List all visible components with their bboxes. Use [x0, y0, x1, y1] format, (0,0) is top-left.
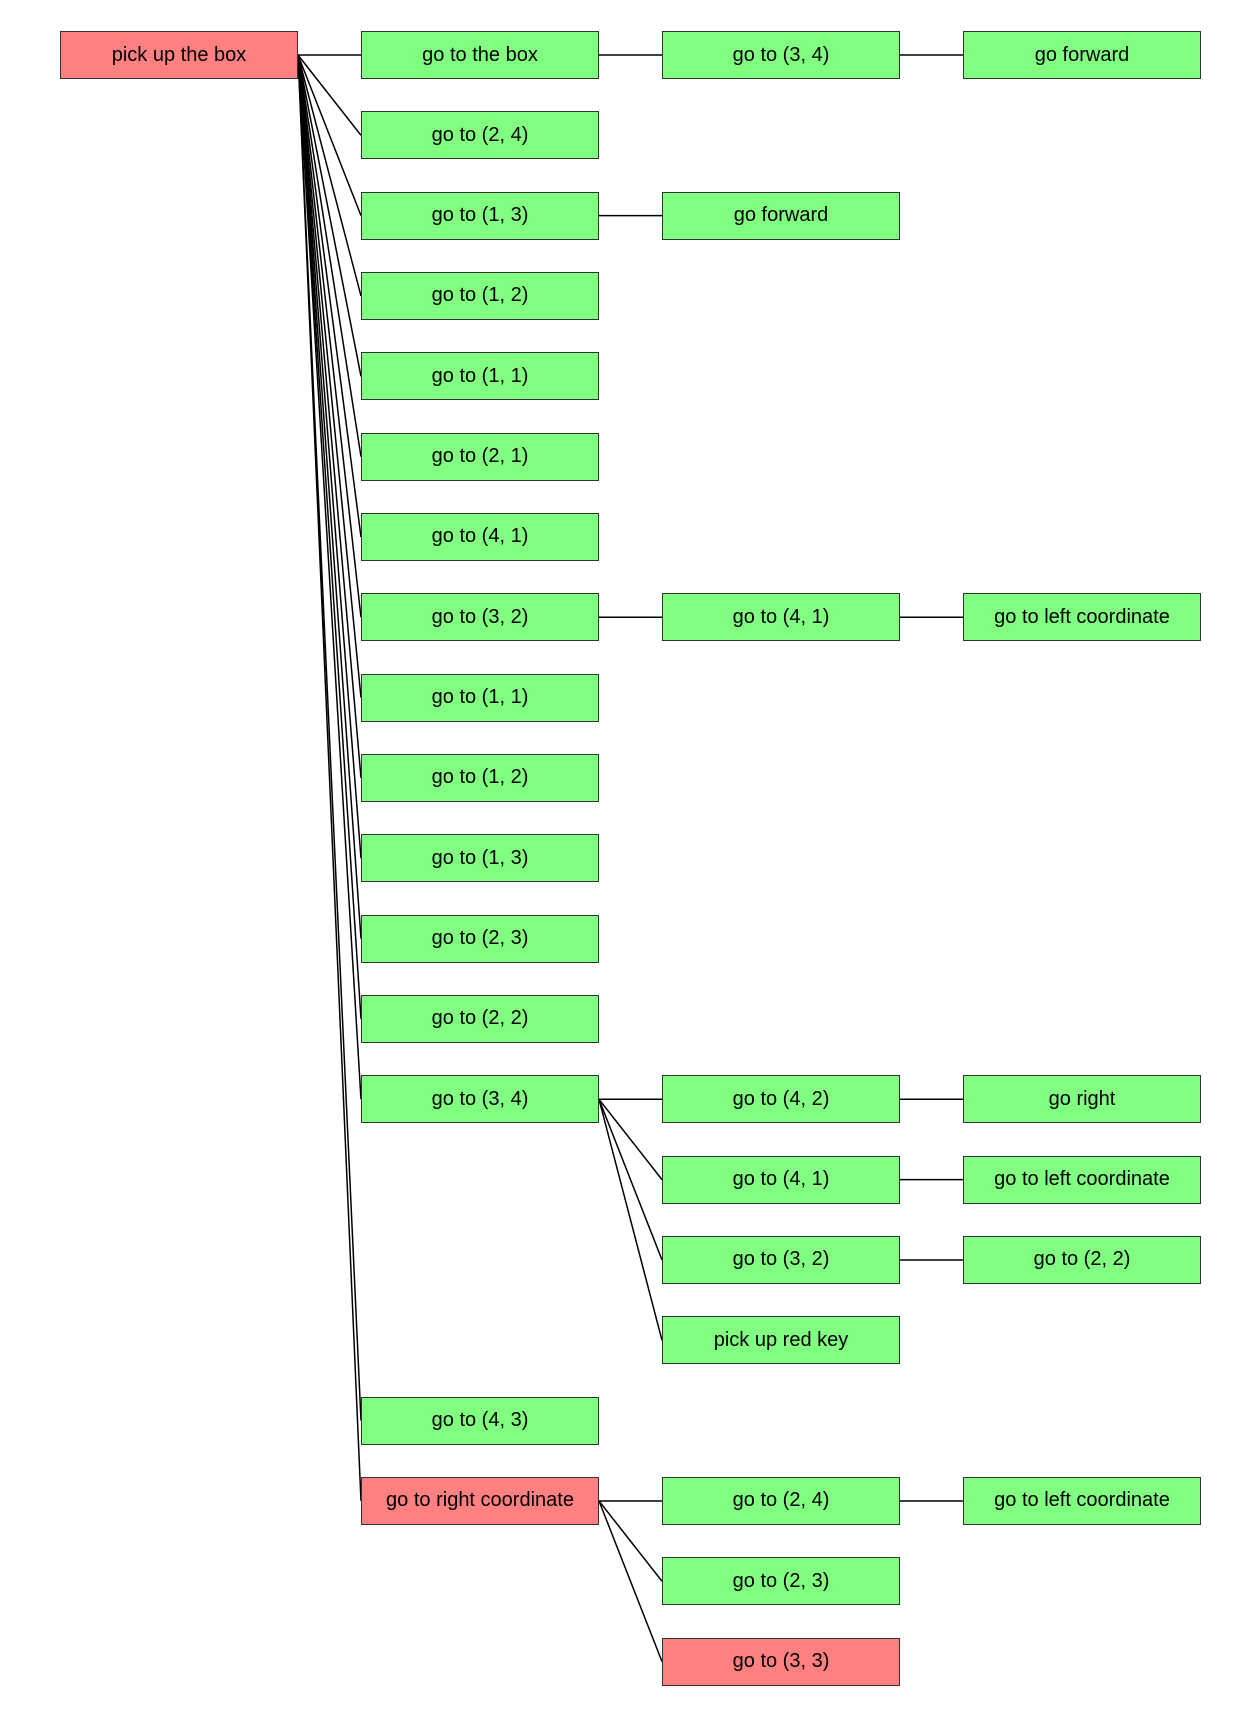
tree-edge: [598, 1099, 663, 1261]
node-go-to-1-1: go to (1, 1): [361, 352, 599, 401]
tree-edge: [297, 54, 362, 618]
node-go-to-2-1: go to (2, 1): [361, 432, 599, 481]
node-go-to-1-2: go to (1, 2): [361, 271, 599, 320]
tree-edge: [598, 1500, 663, 1662]
node-go-to-1-1: go to (1, 1): [361, 673, 599, 722]
node-go-to-4-2: go to (4, 2): [662, 1075, 900, 1124]
node-go-to-4-1: go to (4, 1): [361, 512, 599, 561]
node-go-to-3-4: go to (3, 4): [662, 31, 900, 79]
node-go-to-right-coordinate: go to right coordinate: [361, 1476, 599, 1525]
node-go-to-left-coordinate: go to left coordinate: [963, 593, 1201, 642]
node-go-to-3-2: go to (3, 2): [662, 1235, 900, 1284]
tree-edge: [598, 1500, 663, 1582]
tree-edge: [297, 54, 362, 216]
tree-edge: [297, 54, 362, 377]
node-go-to-left-coordinate: go to left coordinate: [963, 1155, 1201, 1204]
tree-edge: [297, 54, 362, 698]
node-go-to-2-3: go to (2, 3): [662, 1557, 900, 1606]
node-go-to-2-2: go to (2, 2): [361, 994, 599, 1043]
tree-edge: [297, 54, 362, 1100]
tree-edge: [297, 54, 362, 1501]
node-go-to-4-3: go to (4, 3): [361, 1396, 599, 1445]
node-go-to-4-1: go to (4, 1): [662, 1155, 900, 1204]
node-go-to-1-3: go to (1, 3): [361, 191, 599, 240]
tree-edge: [297, 54, 362, 457]
node-go-to-the-box: go to the box: [361, 31, 599, 79]
tree-edge: [297, 54, 362, 136]
node-go-to-2-4: go to (2, 4): [662, 1476, 900, 1525]
tree-edge: [297, 54, 362, 779]
node-go-to-2-4: go to (2, 4): [361, 111, 599, 160]
node-go-forward: go forward: [662, 191, 900, 240]
node-go-to-3-4: go to (3, 4): [361, 1075, 599, 1124]
tree-edge: [297, 54, 362, 297]
node-go-to-1-3: go to (1, 3): [361, 834, 599, 883]
node-go-to-left-coordinate: go to left coordinate: [963, 1476, 1201, 1525]
tree-edge: [297, 54, 362, 939]
node-go-to-3-3: go to (3, 3): [662, 1637, 900, 1686]
tree-edge: [297, 54, 362, 859]
tree-edge: [297, 54, 362, 1020]
node-go-to-1-2: go to (1, 2): [361, 753, 599, 802]
node-go-to-2-3: go to (2, 3): [361, 914, 599, 963]
node-go-to-2-2: go to (2, 2): [963, 1235, 1201, 1284]
node-go-forward: go forward: [963, 31, 1201, 79]
tree-edge: [598, 1099, 663, 1341]
node-pick-up-red-key: pick up red key: [662, 1316, 900, 1365]
tree-edge: [297, 54, 362, 538]
node-go-right: go right: [963, 1075, 1201, 1124]
node-go-to-4-1: go to (4, 1): [662, 593, 900, 642]
node-go-to-3-2: go to (3, 2): [361, 593, 599, 642]
tree-edge: [598, 1098, 663, 1181]
node-pick-up-the-box: pick up the box: [60, 31, 298, 79]
